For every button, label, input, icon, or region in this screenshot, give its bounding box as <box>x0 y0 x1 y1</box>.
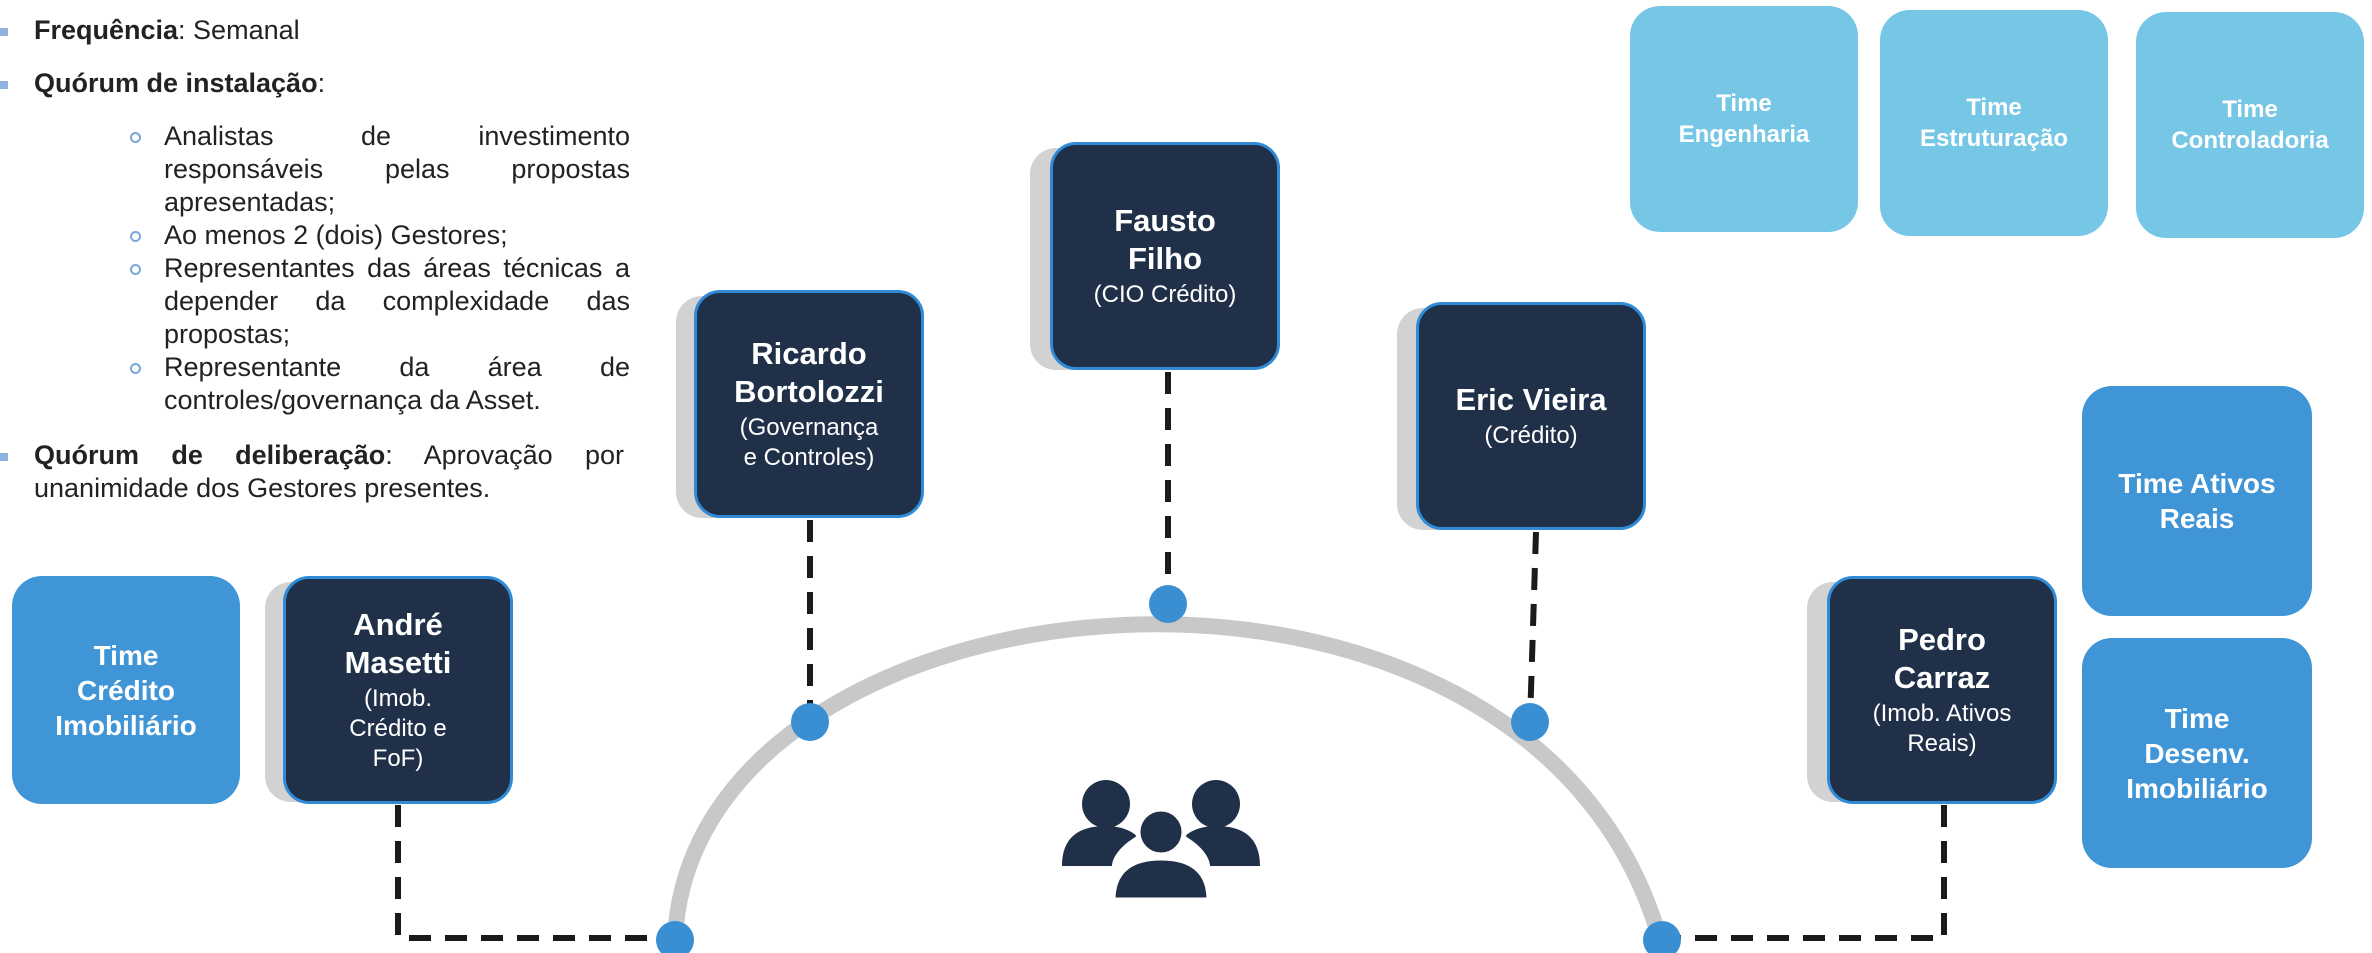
connector-pedro <box>1662 805 1947 941</box>
circle-bullet-icon <box>130 363 141 374</box>
bullet-quorum-instalacao: Quórum de instalação: Analistas de inves… <box>0 67 630 417</box>
person-role: (Governança e Controles) <box>739 414 879 471</box>
person-name: Fausto Filho <box>1114 203 1216 276</box>
person-name: Ricardo Bortolozzi <box>734 336 884 409</box>
bullet-square-icon <box>0 28 8 36</box>
list-item: Representante da área de controles/gover… <box>130 351 630 417</box>
arc-node-top <box>1149 585 1187 623</box>
bullet-square-icon <box>0 81 8 89</box>
circle-bullet-icon <box>130 231 141 242</box>
connector-andre <box>395 805 675 941</box>
quorum-instalacao-label: Quórum de instalação <box>34 68 318 98</box>
team-box-controladoria: Time Controladoria <box>2136 12 2364 238</box>
team-box-estruturacao: Time Estruturação <box>1880 10 2108 236</box>
list-item-text: Representantes das áreas técnicas a depe… <box>164 253 630 349</box>
person-role: (Imob. Ativos Reais) <box>1872 700 2012 757</box>
connector-eric <box>1527 531 1539 723</box>
quorum-deliberacao-label: Quórum de deliberação <box>34 440 386 470</box>
person-name: Pedro Carraz <box>1893 622 1991 695</box>
group-of-people-icon <box>1062 780 1260 903</box>
list-item: Ao menos 2 (dois) Gestores; <box>130 219 630 252</box>
person-role: (CIO Crédito) <box>1093 281 1237 308</box>
frequencia-value: : Semanal <box>178 15 300 45</box>
list-item-text: Analistas de investimento responsáveis p… <box>164 121 630 217</box>
frequencia-label: Frequência <box>34 15 179 45</box>
team-box-ativos-reais: Time Ativos Reais <box>2082 386 2312 616</box>
arc-node-ricardo <box>791 703 829 741</box>
quorum-instalacao-list: Analistas de investimento responsáveis p… <box>130 120 630 417</box>
person-role: (Imob. Crédito e FoF) <box>349 685 447 772</box>
list-item-text: Representante da área de controles/gover… <box>164 352 630 415</box>
team-box-engenharia: Time Engenharia <box>1630 6 1858 232</box>
list-item: Representantes das áreas técnicas a depe… <box>130 252 630 351</box>
arc-node-right <box>1643 921 1681 953</box>
list-item: Analistas de investimento responsáveis p… <box>130 120 630 219</box>
arc-node-eric <box>1511 703 1549 741</box>
person-name: Eric Vieira <box>1455 382 1607 417</box>
list-item-text: Ao menos 2 (dois) Gestores; <box>164 220 508 250</box>
team-box-credito-imobiliario: Time Crédito Imobiliário <box>12 576 240 804</box>
committee-arc <box>667 616 1668 943</box>
person-name: André Masetti <box>344 607 452 680</box>
person-role: (Crédito) <box>1484 422 1578 449</box>
committee-rules: Frequência: Semanal Quórum de instalação… <box>0 14 630 525</box>
circle-bullet-icon <box>130 132 141 143</box>
bullet-quorum-deliberacao: Quórum de deliberação: Aprovação por una… <box>0 439 624 505</box>
quorum-deliberacao-value: : Aprovação por unanimidade dos Gestores… <box>34 440 625 503</box>
bullet-square-icon <box>0 453 8 461</box>
arc-node-left <box>656 921 694 953</box>
bullet-frequencia: Frequência: Semanal <box>0 14 630 47</box>
quorum-instalacao-suffix: : <box>317 68 326 98</box>
team-box-desenv-imobiliario: Time Desenv. Imobiliário <box>2082 638 2312 868</box>
circle-bullet-icon <box>130 264 141 275</box>
